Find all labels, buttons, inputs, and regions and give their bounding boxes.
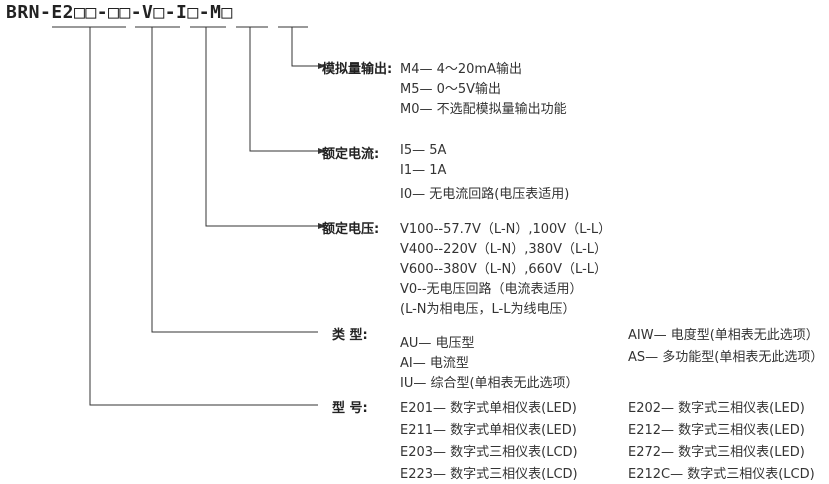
analog-option-m5: M5— 0～5V输出	[400, 82, 502, 97]
connector-type	[151, 27, 318, 333]
model-option-e202: E202— 数字式三相仪表(LED)	[628, 401, 805, 416]
analog-output-label: 模拟量输出:	[322, 62, 393, 77]
model-option-e223: E223— 数字式三相仪表(LCD)	[400, 467, 578, 482]
connector-model	[89, 27, 318, 406]
model-option-e211: E211— 数字式单相仪表(LED)	[400, 423, 577, 438]
model-option-e201: E201— 数字式单相仪表(LED)	[400, 401, 577, 416]
rated-current-label: 额定电流:	[322, 147, 380, 162]
model-label: 型 号:	[332, 401, 368, 416]
type-option-iu: IU— 综合型(单相表无此选项）	[400, 376, 579, 391]
arrow-analog	[318, 63, 326, 69]
type-option-as: AS— 多功能型(单相表无此选项）	[628, 350, 824, 365]
connector-voltage	[205, 27, 318, 227]
model-option-e272: E272— 数字式三相仪表(LED)	[628, 445, 805, 460]
current-option-i0: I0— 无电流回路(电压表适用)	[400, 187, 570, 202]
voltage-option-v600: V600--380V（L-N）,660V（L-L）	[400, 262, 608, 277]
arrow-current	[318, 148, 326, 154]
type-option-aiw: AIW— 电度型(单相表无此选项）	[628, 328, 819, 343]
model-option-e212c: E212C— 数字式三相仪表(LCD)	[628, 467, 815, 482]
voltage-option-v0: V0--无电压回路（电流表适用）	[400, 282, 583, 297]
type-option-au: AU— 电压型	[400, 336, 475, 351]
analog-option-m0: M0— 不选配模拟量输出功能	[400, 102, 567, 117]
voltage-option-v100: V100--57.7V（L-N）,100V（L-L）	[400, 222, 612, 237]
voltage-option-v400: V400--220V（L-N）,380V（L-L）	[400, 242, 608, 257]
current-option-i1: I1— 1A	[400, 163, 447, 178]
voltage-note: (L-N为相电压，L-L为线电压）	[400, 302, 576, 317]
connector-current	[249, 27, 318, 152]
current-option-i5: I5— 5A	[400, 143, 447, 158]
analog-option-m4: M4— 4～20mA输出	[400, 62, 522, 77]
model-option-e203: E203— 数字式三相仪表(LCD)	[400, 445, 578, 460]
connector-analog	[291, 27, 318, 67]
model-option-e212: E212— 数字式三相仪表(LED)	[628, 423, 805, 438]
type-option-ai: AI— 电流型	[400, 356, 469, 371]
arrow-voltage	[318, 223, 326, 229]
type-label: 类 型:	[332, 328, 368, 343]
rated-voltage-label: 额定电压:	[322, 222, 380, 237]
model-code: BRN-E2□□-□□-V□-I□-M□	[6, 2, 233, 23]
